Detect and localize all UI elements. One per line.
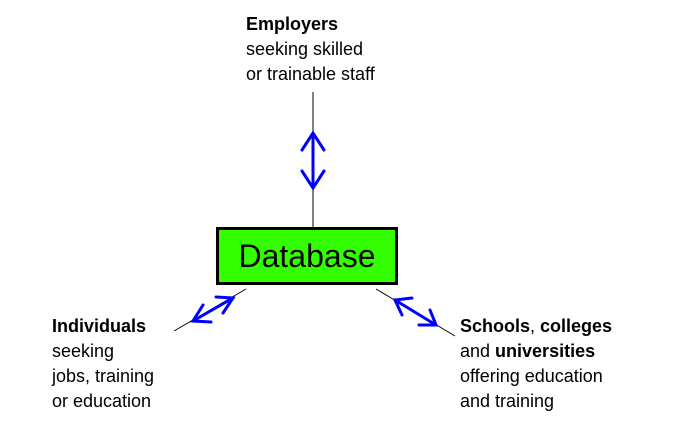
individuals-line-3: or education (52, 391, 152, 411)
individuals-label: Individuals seeking jobs, training or ed… (52, 314, 154, 414)
individuals-line-2: jobs, training (52, 366, 155, 386)
schools-line-1-prefix: and (460, 341, 496, 361)
employers-title: Employers (246, 14, 339, 34)
employers-line-1: seeking skilled (246, 39, 364, 59)
individuals-line-1: seeking (52, 341, 115, 361)
database-label: Database (238, 238, 376, 274)
schools-line-3: and training (460, 391, 555, 411)
employers-double-arrow (300, 130, 326, 191)
employers-line-2: or trainable staff (246, 64, 375, 84)
schools-title-schools: Schools (460, 316, 531, 336)
schools-title-separator: , (530, 316, 541, 336)
schools-title-universities: universities (495, 341, 596, 361)
schools-line-2: offering education (460, 366, 603, 386)
individuals-title: Individuals (52, 316, 147, 336)
schools-line-1: and universities (460, 339, 612, 364)
database-box: Database (216, 227, 398, 285)
employers-label: Employers seeking skilled or trainable s… (246, 12, 375, 87)
schools-title-colleges: colleges (540, 316, 613, 336)
schools-title-line: Schools, colleges (460, 314, 612, 339)
schools-double-arrow (392, 296, 439, 327)
individuals-double-arrow (190, 295, 236, 324)
schools-label: Schools, colleges and universities offer… (460, 314, 612, 414)
